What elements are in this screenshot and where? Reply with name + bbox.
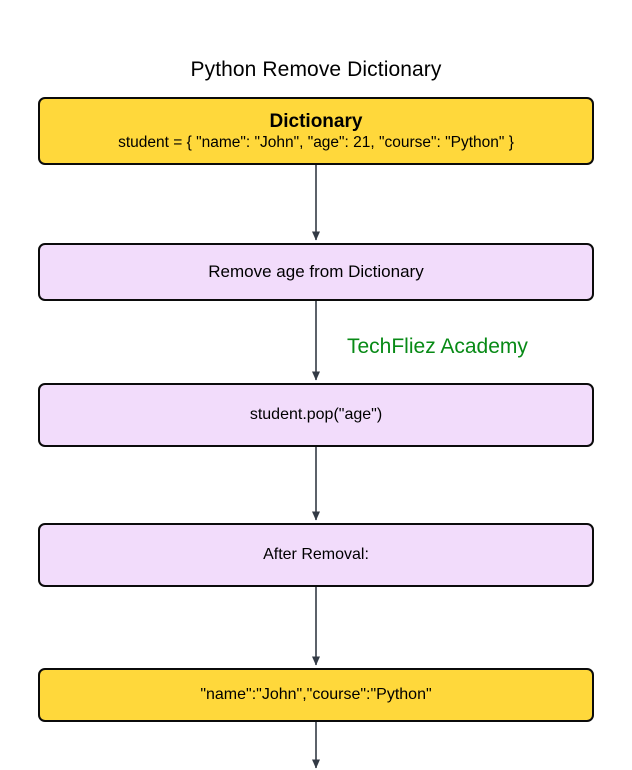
node-remove-age-label: Remove age from Dictionary [208, 262, 424, 281]
node-after-removal-label: After Removal: [263, 546, 369, 563]
node-remove-age[interactable]: Remove age from Dictionary [38, 243, 594, 301]
node-dictionary-subtitle: student = { "name": "John", "age": 21, "… [118, 133, 514, 151]
watermark-techfliez-academy: TechFliez Academy [347, 335, 528, 358]
node-pop-call[interactable]: student.pop("age") [38, 383, 594, 447]
node-result-label: "name":"John","course":"Python" [200, 686, 432, 703]
node-pop-call-label: student.pop("age") [249, 406, 383, 423]
node-dictionary[interactable]: Dictionary student = { "name": "John", "… [38, 97, 594, 165]
page-title: Python Remove Dictionary [190, 58, 442, 81]
node-after-removal[interactable]: After Removal: [38, 523, 594, 587]
node-result[interactable]: "name":"John","course":"Python" [38, 668, 594, 722]
node-dictionary-title: Dictionary [269, 110, 363, 132]
